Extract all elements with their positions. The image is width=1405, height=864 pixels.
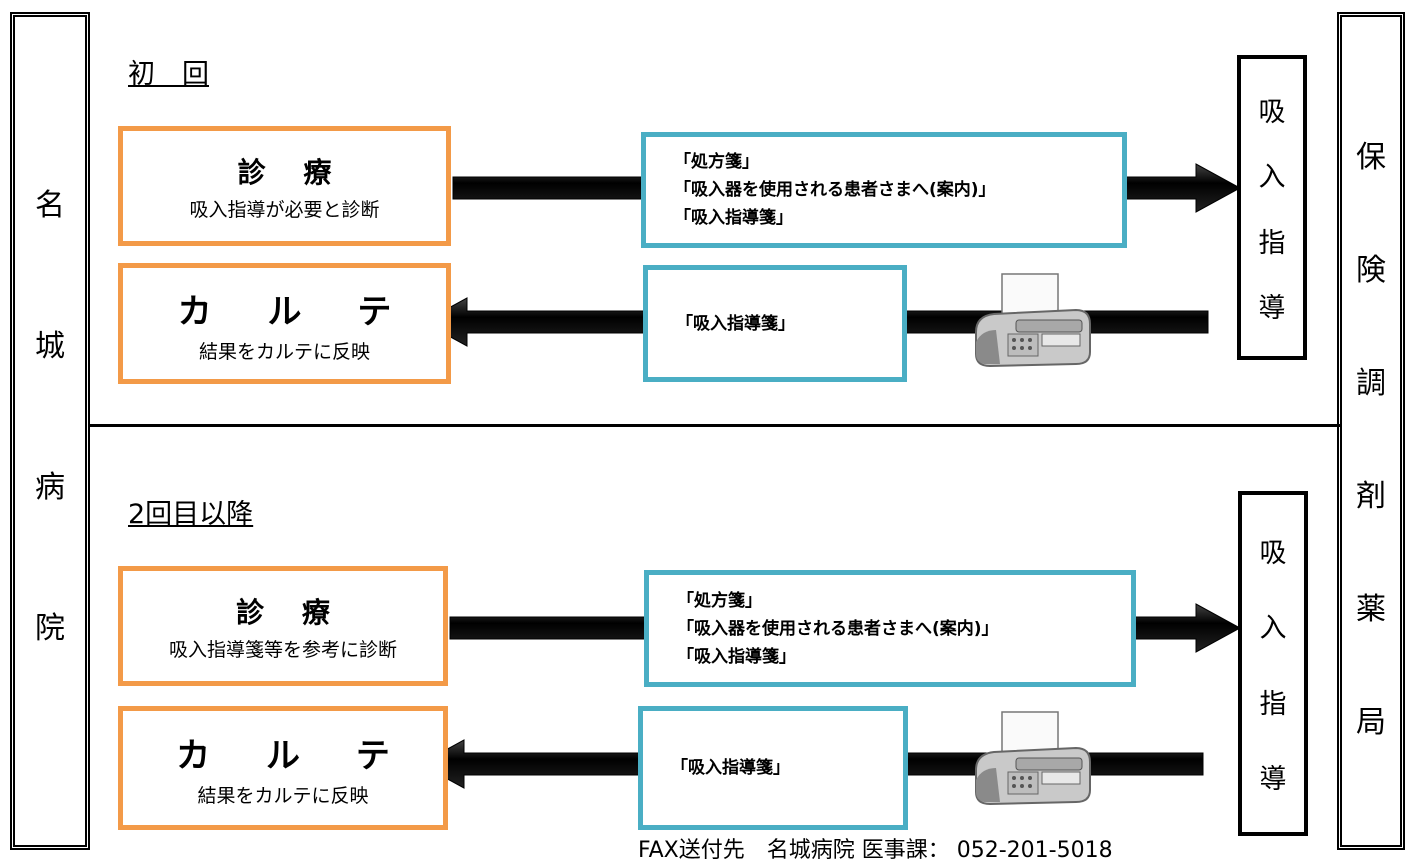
chart-title: カ ル テ: [177, 291, 414, 332]
guidance-char: 導: [1258, 292, 1286, 324]
pharmacy-char: 局: [1356, 704, 1386, 740]
pharmacy-char: 薬: [1356, 591, 1386, 627]
hospital-char: 名: [35, 188, 65, 224]
documents-box: 「処方箋」 「吸入器を使用される患者さまへ(案内)」 「吸入指導箋」: [641, 132, 1127, 248]
fax-machine-icon: [972, 710, 1092, 808]
exam-title: 診 療: [237, 155, 346, 189]
documents-box: 「処方箋」 「吸入器を使用される患者さまへ(案内)」 「吸入指導箋」: [644, 570, 1136, 687]
fax-machine-icon: [972, 272, 1092, 370]
document-item: 「吸入指導箋」: [677, 646, 796, 667]
document-item: 「処方箋」: [674, 152, 759, 172]
hospital-column: 名 城 病 院: [10, 12, 90, 850]
section-title-first: 初 回: [128, 59, 209, 90]
returned-document: 「吸入指導箋」: [676, 313, 795, 334]
hospital-char: 城: [35, 329, 65, 365]
section-title-followup: 2回目以降: [128, 499, 254, 530]
document-item: 「吸入器を使用される患者さまへ(案内)」: [677, 618, 999, 639]
exam-box: 診 療 吸入指導が必要と診断: [118, 126, 451, 246]
chart-box: カ ル テ 結果をカルテに反映: [118, 706, 448, 830]
hospital-char: 病: [35, 469, 65, 505]
guidance-char: 入: [1258, 162, 1286, 194]
inhalation-guidance-box: 吸 入 指 導: [1238, 491, 1308, 836]
exam-box: 診 療 吸入指導箋等を参考に診断: [118, 566, 448, 686]
inhalation-guidance-box: 吸 入 指 導: [1237, 55, 1307, 360]
exam-subtitle: 吸入指導箋等を参考に診断: [168, 638, 397, 661]
returned-document-box: 「吸入指導箋」: [638, 706, 908, 830]
pharmacy-char: 剤: [1356, 478, 1386, 514]
pharmacy-char: 険: [1356, 252, 1386, 288]
returned-document: 「吸入指導箋」: [671, 758, 790, 778]
chart-subtitle: 結果をカルテに反映: [197, 785, 369, 807]
document-item: 「処方箋」: [677, 590, 762, 611]
guidance-char: 吸: [1258, 97, 1286, 129]
pharmacy-char: 調: [1356, 365, 1386, 401]
fax-destination-note: FAX送付先 名城病院 医事課： 052-201-5018: [638, 838, 1113, 863]
guidance-char: 指: [1259, 688, 1287, 720]
guidance-char: 入: [1259, 613, 1287, 645]
chart-title: カ ル テ: [176, 736, 412, 776]
guidance-char: 吸: [1259, 538, 1287, 570]
chart-subtitle: 結果をカルテに反映: [198, 340, 370, 363]
chart-box: カ ル テ 結果をカルテに反映: [118, 263, 451, 384]
document-item: 「吸入指導箋」: [674, 208, 793, 228]
pharmacy-char: 保: [1356, 139, 1386, 175]
document-item: 「吸入器を使用される患者さまへ(案内)」: [674, 180, 996, 200]
returned-document-box: 「吸入指導箋」: [643, 265, 907, 382]
exam-title: 診 療: [236, 595, 344, 629]
pharmacy-column: 保 険 調 剤 薬 局: [1337, 12, 1405, 850]
guidance-char: 導: [1259, 763, 1287, 795]
guidance-char: 指: [1258, 227, 1286, 259]
exam-subtitle: 吸入指導が必要と診断: [189, 198, 380, 221]
section-divider: [88, 424, 1340, 427]
hospital-char: 院: [35, 610, 65, 646]
